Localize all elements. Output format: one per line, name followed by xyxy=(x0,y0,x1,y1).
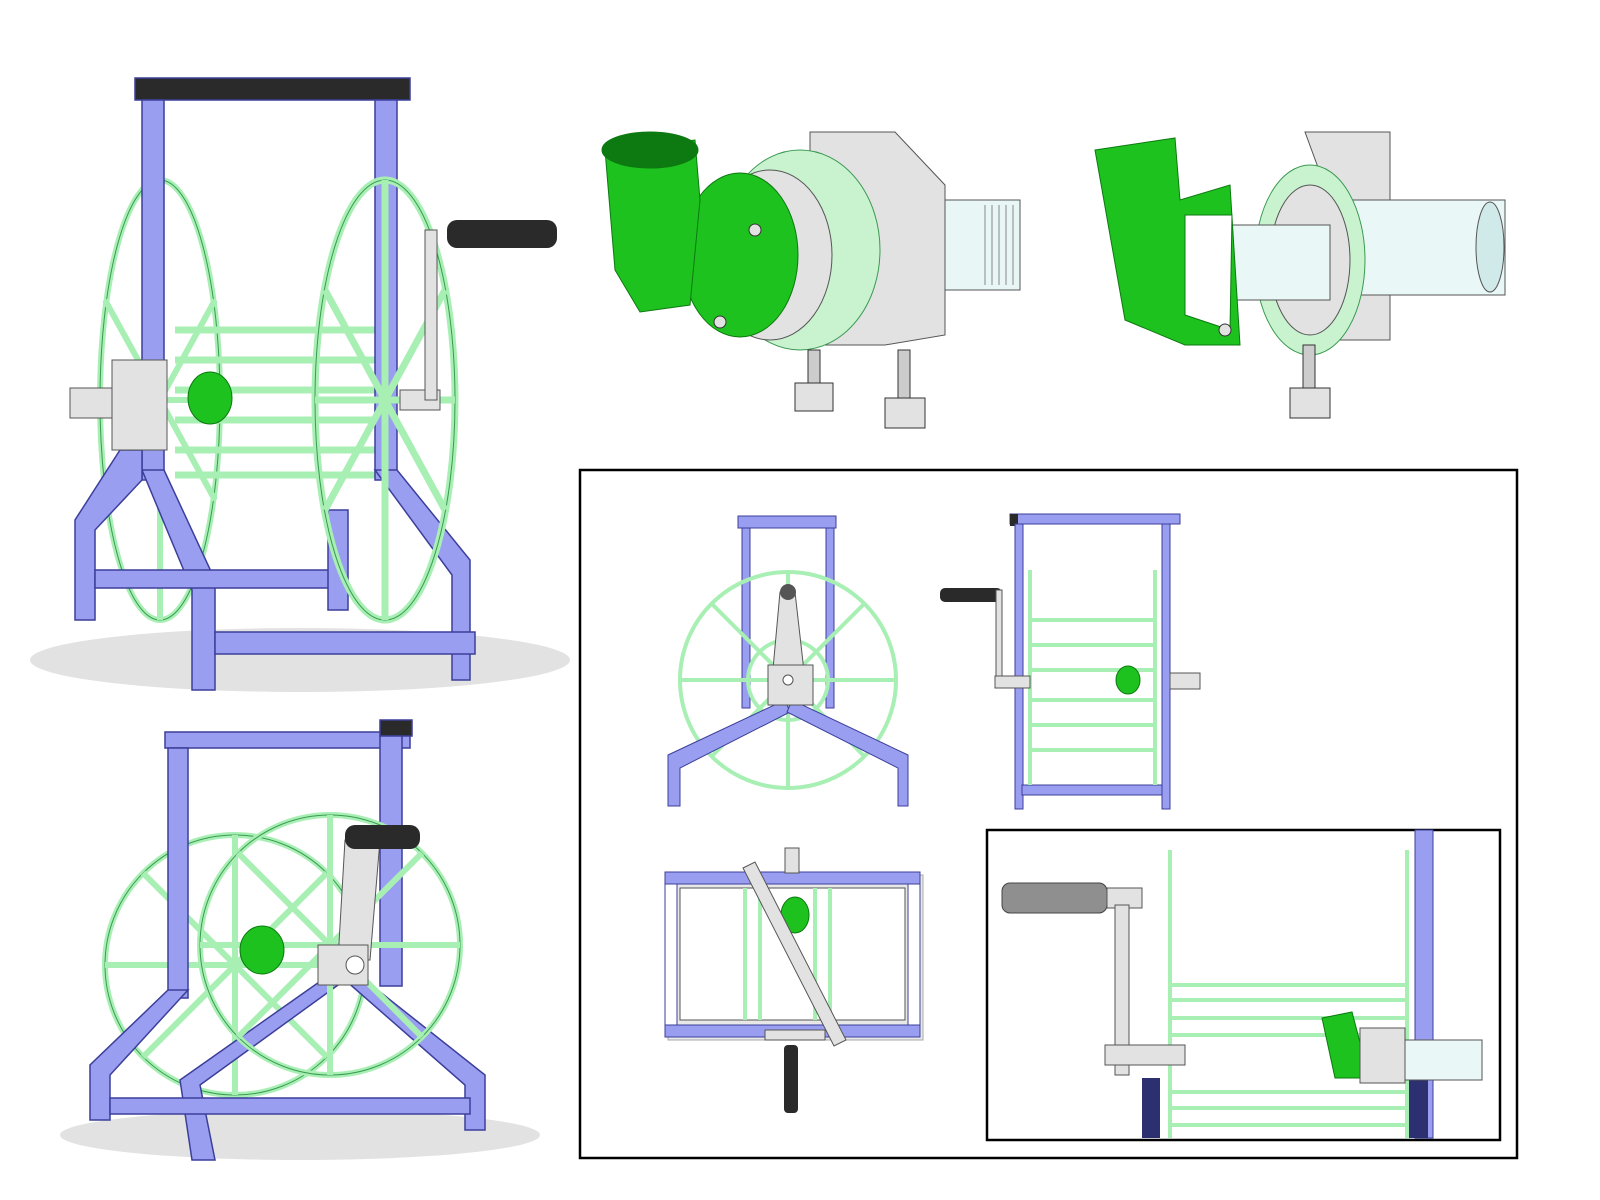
reel-wheel-front xyxy=(311,176,459,624)
section-bolt-head xyxy=(1289,387,1331,419)
front-view xyxy=(940,513,1201,810)
perspective-reel-front xyxy=(60,719,540,1161)
bolt-head-1 xyxy=(794,382,834,412)
hub-bearing xyxy=(111,359,168,451)
detail-view xyxy=(1001,829,1483,1139)
cart-frame-2 xyxy=(89,719,486,1161)
reel-drum xyxy=(175,326,380,479)
swivel-fitting-small xyxy=(187,371,233,425)
section-elbow-cut xyxy=(1184,214,1233,331)
elbow-opening xyxy=(601,131,699,169)
crank-handle-2 xyxy=(345,825,420,849)
swivel-fitting-small-2 xyxy=(239,925,285,975)
side-view xyxy=(667,515,909,807)
top-view xyxy=(664,847,924,1113)
pipe-end xyxy=(1475,201,1505,293)
swivel-fitting-view xyxy=(601,131,1021,429)
swivel-section-view xyxy=(1094,131,1506,419)
fitting-screw-1 xyxy=(748,223,762,237)
crank-bolt-2 xyxy=(345,955,365,975)
bolt-shaft-2 xyxy=(897,349,911,401)
perspective-reel-left xyxy=(30,77,570,692)
crank-handle xyxy=(447,220,557,248)
bolt-shaft-1 xyxy=(807,349,821,386)
bolt-head-2 xyxy=(884,397,926,429)
section-screw xyxy=(1218,323,1232,337)
section-bolt-shaft xyxy=(1302,344,1316,391)
ground-shadow-2 xyxy=(60,1110,540,1160)
crank-arm xyxy=(424,229,438,401)
outlet-thread-pipe xyxy=(939,199,1021,291)
elbow-inlet xyxy=(604,139,701,313)
fitting-screw-2 xyxy=(713,315,727,329)
